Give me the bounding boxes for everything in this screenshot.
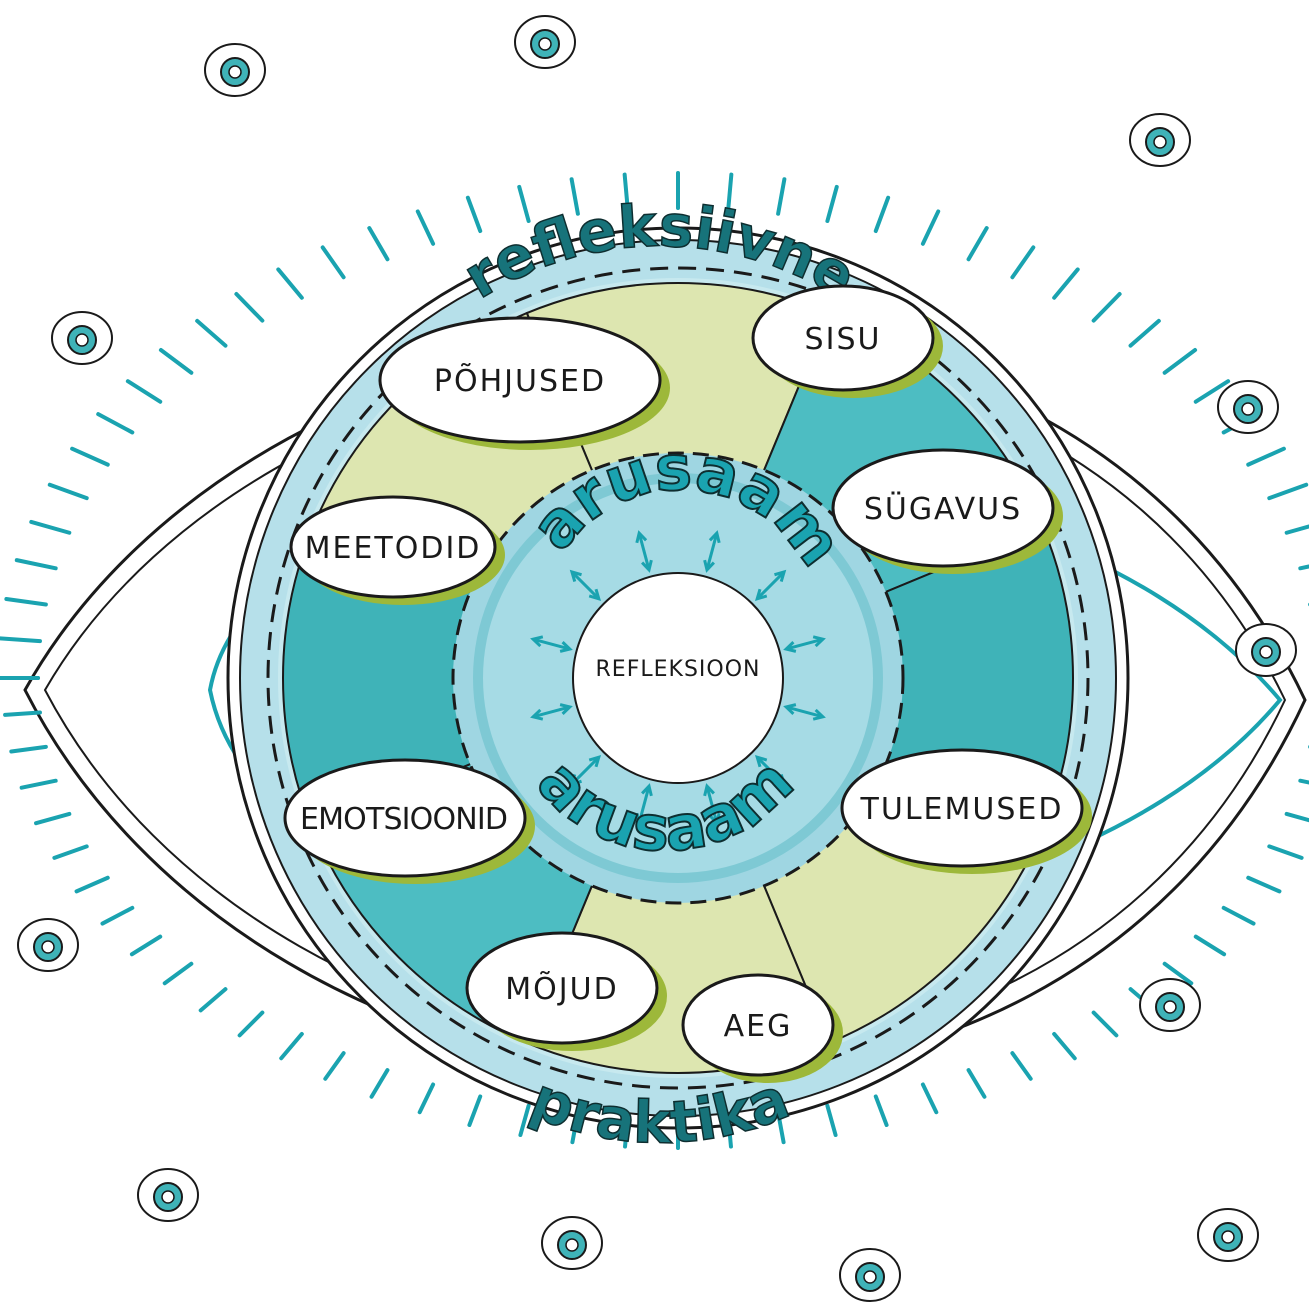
eyelash-dash <box>1054 1034 1075 1058</box>
eyelash-dash <box>5 713 40 715</box>
eyelash-dash <box>325 1053 343 1079</box>
eye-pupil-shape <box>162 1191 174 1203</box>
small-eye-icon <box>515 16 575 68</box>
eyelash-dash <box>165 964 192 983</box>
eyelash-dash <box>128 381 160 402</box>
eyelash-dash <box>1269 846 1301 857</box>
small-eye-icon <box>1140 979 1200 1031</box>
eyelash-dash <box>1248 878 1279 892</box>
small-eye-icon <box>205 44 265 96</box>
eye-pupil-shape <box>1154 136 1166 148</box>
eyelash-dash <box>923 211 938 243</box>
eyelash-dash <box>1300 560 1309 568</box>
eyelash-dash <box>1012 247 1033 277</box>
eyelash-dash <box>1094 294 1120 321</box>
small-eye-icon <box>542 1217 602 1269</box>
eyelash-dash <box>1131 321 1159 346</box>
eye-pupil-shape <box>1222 1231 1234 1243</box>
eye-pupil-shape <box>1260 646 1272 658</box>
center-label: REFLEKSIOON <box>596 657 761 682</box>
eyelash-dash <box>240 1013 263 1036</box>
eye-pupil-shape <box>539 38 551 50</box>
eyelash-dash <box>876 198 888 231</box>
small-eye-icon <box>18 919 78 971</box>
eyelash-dash <box>778 179 784 214</box>
eyelash-dash <box>1248 449 1284 465</box>
eye-pupil-shape <box>864 1271 876 1283</box>
eyelash-dash <box>1287 522 1309 533</box>
eyelash-dash <box>372 1070 388 1097</box>
eyelash-dash <box>1054 269 1078 297</box>
eyelash-dash <box>281 1034 302 1058</box>
segment-label-sisu: SISU <box>805 322 882 357</box>
eyelash-dash <box>1094 1013 1117 1036</box>
small-eye-icon <box>1130 114 1190 166</box>
eyelash-dash <box>1012 1053 1030 1079</box>
small-eye-icon <box>1198 1209 1258 1261</box>
eye-pupil-shape <box>229 66 241 78</box>
eyelash-dash <box>923 1085 936 1113</box>
eyelash-dash <box>369 228 387 259</box>
eye-pupil-shape <box>1164 1001 1176 1013</box>
eyelash-dash <box>197 321 225 346</box>
eyelash-dash <box>1196 937 1224 955</box>
eyelash-dash <box>1287 814 1309 823</box>
eye-pupil-shape <box>76 334 88 346</box>
small-eye-icon <box>138 1169 198 1221</box>
eyelash-dash <box>72 449 108 465</box>
eyelash-dash <box>1269 485 1306 498</box>
eyelash-dash <box>36 814 69 823</box>
eyelash-dash <box>468 198 480 231</box>
segment-label-meetodid: MEETODID <box>305 531 482 566</box>
eyelash-dash <box>469 1096 480 1125</box>
segment-label-sugavus: SÜGAVUS <box>864 491 1022 527</box>
eyelash-dash <box>1300 781 1309 788</box>
eyelash-dash <box>50 485 87 498</box>
eyelash-dash <box>161 350 191 373</box>
eyelash-dash <box>827 187 836 221</box>
segment-label-tulemused: TULEMUSED <box>860 792 1064 827</box>
eye-pupil-shape <box>1242 403 1254 415</box>
eyelash-dash <box>969 228 987 259</box>
segment-label-pohjused: PÕHJUSED <box>434 362 606 399</box>
eyelash-dash <box>0 638 40 641</box>
small-eye-icon <box>1218 381 1278 433</box>
eyelash-dash <box>11 747 46 752</box>
eyelash-dash <box>54 846 86 857</box>
eyelash-dash <box>323 247 344 277</box>
eyelash-dash <box>22 781 56 788</box>
eyelash-dash <box>6 599 46 604</box>
eyelash-dash <box>278 269 302 297</box>
eyelash-dash <box>31 522 69 533</box>
eyelash-dash <box>876 1096 887 1125</box>
eyelash-dash <box>1165 350 1195 373</box>
small-eye-icon <box>840 1249 900 1301</box>
eyelash-dash <box>418 211 433 243</box>
eyelash-dash <box>17 560 56 568</box>
eyelash-dash <box>827 1106 835 1135</box>
eye-pupil-shape <box>42 941 54 953</box>
eyelash-dash <box>969 1070 985 1097</box>
eyelash-dash <box>236 294 262 321</box>
eyelash-dash <box>420 1085 433 1113</box>
eyelash-dash <box>201 989 226 1010</box>
small-eye-icon <box>1236 624 1296 676</box>
segment-label-mojud: MÕJUD <box>505 970 618 1007</box>
eyelash-dash <box>77 878 108 892</box>
eyelash-dash <box>1224 908 1254 924</box>
eyelash-dash <box>102 908 132 924</box>
eyelash-dash <box>132 937 160 955</box>
eye-pupil-shape <box>566 1239 578 1251</box>
small-eye-icon <box>52 312 112 364</box>
segment-label-aeg: AEG <box>724 1009 793 1044</box>
segment-label-emotsioonid: EMOTSIOONID <box>300 802 510 837</box>
eyelash-dash <box>98 414 132 432</box>
